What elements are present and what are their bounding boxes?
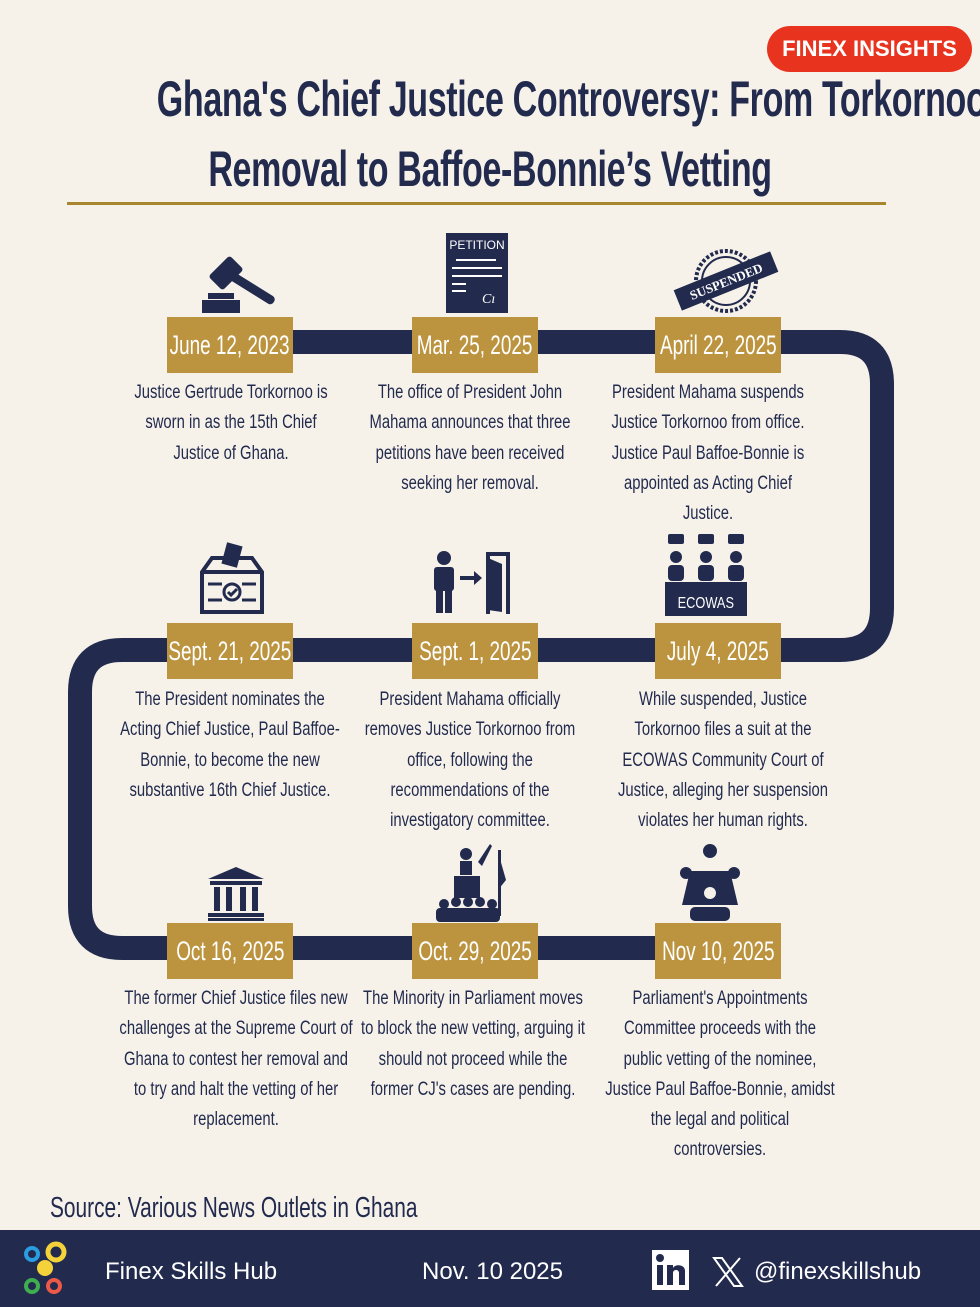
gavel-icon	[202, 256, 275, 313]
event-date-1: June 12, 2023	[167, 317, 293, 373]
ecowas-court-icon: ECOWAS	[665, 534, 747, 616]
footer-brand: Finex Skills Hub	[105, 1258, 278, 1285]
event-date-6: Sept. 21, 2025	[167, 623, 293, 679]
event-date-9: Nov 10, 2025	[655, 923, 781, 979]
title-divider	[67, 202, 886, 205]
event-description-1: Justice Gertrude Torkornoo is sworn in a…	[134, 382, 328, 464]
committee-meeting-icon	[680, 844, 740, 921]
event-description-2: The office of President John Mahama anno…	[369, 382, 571, 494]
ballot-box-icon	[200, 542, 264, 614]
event-description-7: The former Chief Justice files new chall…	[119, 988, 353, 1131]
courthouse-icon	[208, 867, 264, 921]
source-note: Source: Various News Outlets in Ghana	[50, 1192, 418, 1224]
event-description-9: Parliament's Appointments Committee proc…	[605, 988, 835, 1161]
footer-date: Nov. 10 2025	[422, 1258, 563, 1285]
petition-icon: PETITION Cı	[446, 233, 508, 313]
finex-logo-icon	[24, 1241, 67, 1294]
brand-badge: FINEX INSIGHTS	[767, 26, 972, 72]
footer: Finex Skills Hub Nov. 10 2025 @finexskil…	[0, 1230, 980, 1307]
x-twitter-icon[interactable]	[712, 1256, 744, 1288]
parliament-speaker-icon	[436, 844, 506, 922]
event-date-7: Oct 16, 2025	[167, 923, 293, 979]
svg-text:ECOWAS: ECOWAS	[678, 595, 734, 613]
event-description-4: While suspended, Justice Torkornoo files…	[617, 689, 829, 832]
exit-door-icon	[434, 551, 510, 614]
svg-text:PETITION: PETITION	[449, 238, 504, 252]
linkedin-icon[interactable]	[652, 1250, 692, 1292]
svg-text:Cı: Cı	[482, 292, 495, 307]
event-date-2: Mar. 25, 2025	[412, 317, 538, 373]
event-date-4: July 4, 2025	[655, 623, 781, 679]
suspended-stamp-icon: SUSPENDED	[673, 249, 779, 313]
event-description-5: President Mahama officially removes Just…	[364, 689, 576, 832]
event-date-8: Oct. 29, 2025	[412, 923, 538, 979]
event-description-3: President Mahama suspends Justice Torkor…	[611, 382, 805, 525]
event-date-5: Sept. 1, 2025	[412, 623, 538, 679]
social-handle[interactable]: @finexskillshub	[754, 1258, 922, 1285]
event-description-6: The President nominates the Acting Chief…	[120, 689, 340, 801]
page-title-line-2: Removal to Baffoe-Bonnie’s Vetting	[208, 141, 772, 197]
event-date-3: April 22, 2025	[655, 317, 781, 373]
event-description-8: The Minority in Parliament moves to bloc…	[360, 988, 586, 1100]
